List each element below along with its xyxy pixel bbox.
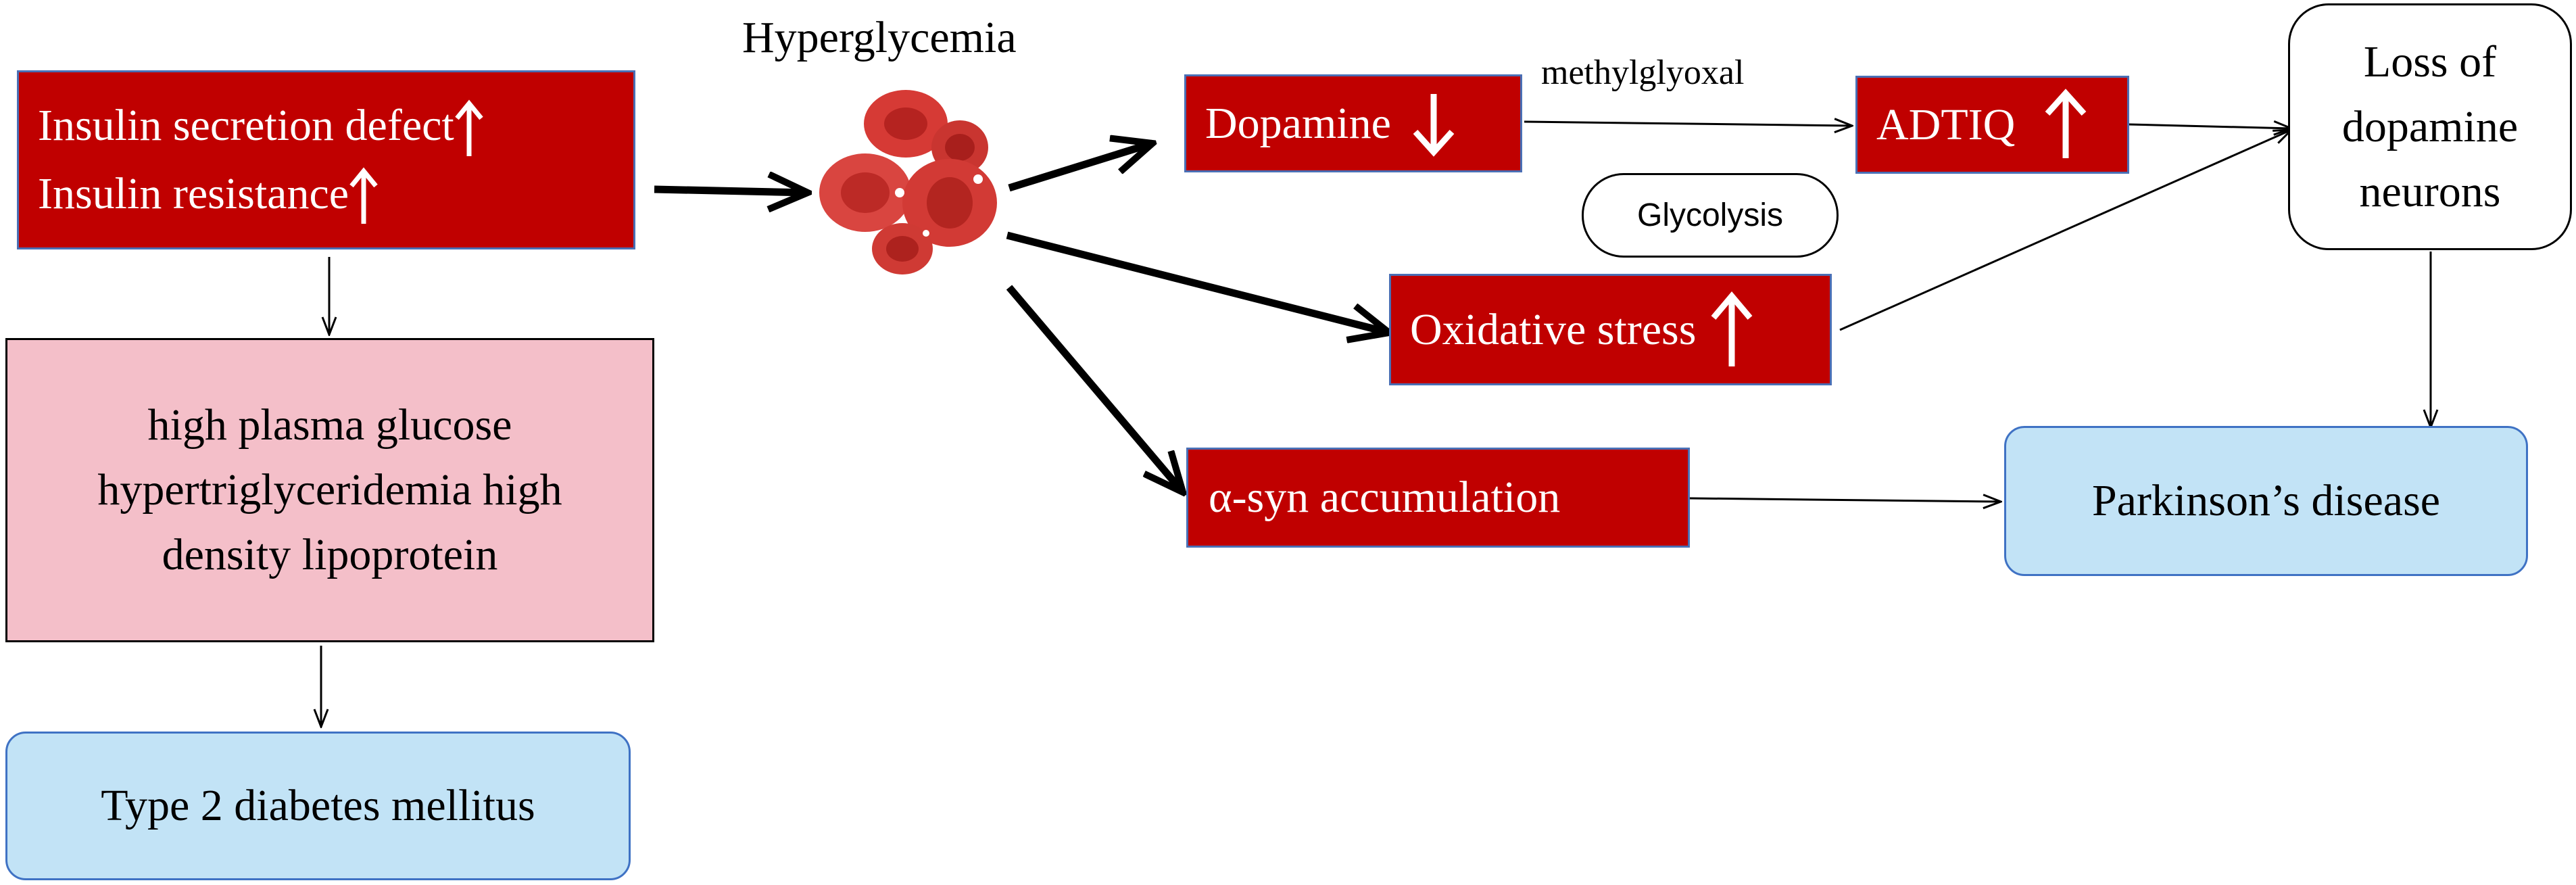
parkinsons-text: Parkinson’s disease xyxy=(2091,476,2441,525)
glycolysis-box: Glycolysis xyxy=(1582,173,1839,258)
adtiq-box: ADTIQ xyxy=(1855,76,2129,174)
loss-line-2: dopamine xyxy=(2341,101,2519,151)
insulin-secretion-row: Insulin secretion defect xyxy=(38,92,484,160)
down-arrow-icon xyxy=(1413,93,1455,157)
up-arrow-icon xyxy=(1711,291,1753,366)
hyperglycemia-label: Hyperglycemia xyxy=(742,13,1017,62)
parkinsons-box: Parkinson’s disease xyxy=(2004,426,2528,576)
arrow-hyperglycemia-to-syn xyxy=(1006,285,1183,492)
alpha-syn-text: α-syn accumulation xyxy=(1209,473,1561,522)
up-arrow-icon xyxy=(455,99,483,156)
oxidative-stress-box: Oxidative stress xyxy=(1389,274,1832,385)
arrow-hyperglycemia-to-oxidative xyxy=(1006,231,1389,333)
loss-line-3: neurons xyxy=(2359,166,2501,216)
up-arrow-icon xyxy=(349,167,378,224)
arrow-adtiq-to-loss xyxy=(2129,124,2291,128)
arrow-dopamine-to-adtiq xyxy=(1524,122,1852,126)
plasma-box: high plasma glucose hypertriglyceridemia… xyxy=(5,338,654,642)
arrow-insulin-to-hyperglycemia xyxy=(654,189,808,193)
plasma-line-3: density lipoprotein xyxy=(162,530,498,579)
arrow-hyperglycemia-to-dopamine xyxy=(1008,143,1152,192)
glycolysis-text: Glycolysis xyxy=(1636,197,1784,233)
loss-of-neurons-box: Loss of dopamine neurons xyxy=(2288,3,2572,250)
blood-cells-illustration xyxy=(819,90,997,274)
adtiq-text: ADTIQ xyxy=(1876,99,2016,149)
insulin-box: Insulin secretion defect Insulin resista… xyxy=(17,70,635,249)
t2dm-text: Type 2 diabetes mellitus xyxy=(101,781,535,830)
loss-line-1: Loss of xyxy=(2363,37,2497,87)
t2dm-box: Type 2 diabetes mellitus xyxy=(5,732,631,880)
insulin-secretion-text: Insulin secretion defect xyxy=(38,100,454,150)
dopamine-box: Dopamine xyxy=(1184,74,1522,172)
up-arrow-icon xyxy=(2045,88,2087,158)
insulin-resistance-row: Insulin resistance xyxy=(38,160,379,229)
plasma-line-2: hypertriglyceridemia high xyxy=(97,465,562,515)
alpha-syn-box: α-syn accumulation xyxy=(1186,448,1690,548)
dopamine-text: Dopamine xyxy=(1205,98,1391,148)
plasma-line-1: high plasma glucose xyxy=(147,400,512,450)
oxidative-stress-text: Oxidative stress xyxy=(1410,304,1697,354)
insulin-resistance-text: Insulin resistance xyxy=(38,168,349,218)
methylglyoxal-label: methylglyoxal xyxy=(1541,53,1745,92)
arrow-oxidative-to-loss xyxy=(1839,130,2291,331)
arrow-syn-to-parkinson xyxy=(1689,498,2001,502)
